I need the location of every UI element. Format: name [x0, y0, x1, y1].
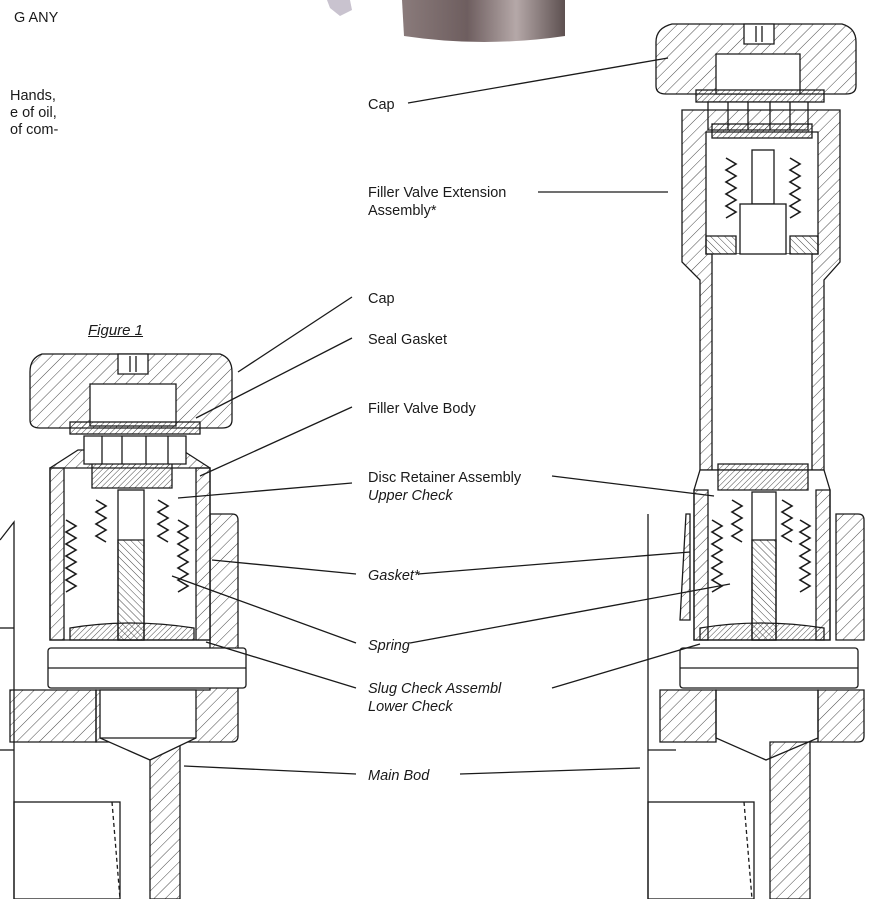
leader-seal-gasket	[195, 337, 353, 419]
label-gasket: Gasket*	[368, 568, 420, 584]
label-lower-check: Lower Check	[368, 699, 453, 715]
leader-main-body-left	[183, 765, 357, 775]
label-extension-2: Assembly*	[368, 203, 437, 219]
label-filler-valve-body: Filler Valve Body	[368, 401, 476, 417]
right-valve-assembly	[647, 23, 865, 899]
leader-slug-left	[205, 641, 357, 689]
leader-spring-left	[171, 575, 357, 644]
leader-cap	[237, 296, 353, 373]
label-upper-check: Upper Check	[368, 488, 453, 504]
label-cap: Cap	[368, 291, 395, 307]
label-extension-1: Filler Valve Extension	[368, 185, 507, 201]
left-valve-assembly	[0, 353, 247, 899]
leader-gasket-left	[211, 559, 357, 575]
label-main-body: Main Bod	[368, 768, 430, 784]
text-fragment-1: G ANY	[14, 10, 59, 26]
text-fragment-3: e of oil,	[10, 105, 57, 121]
text-fragment-2: Hands,	[10, 88, 56, 104]
label-disc-retainer: Disc Retainer Assembly	[368, 470, 522, 486]
leader-gasket-right	[417, 551, 691, 575]
label-spring: Spring	[368, 638, 410, 654]
leader-slug-right	[551, 643, 701, 689]
photo-fragment	[327, 0, 565, 42]
text-fragment-4: of com-	[10, 122, 59, 138]
label-seal-gasket: Seal Gasket	[368, 332, 447, 348]
leader-cap-top	[407, 57, 669, 104]
leader-disc-retainer-right	[551, 475, 715, 497]
figure-title: Figure 1	[88, 322, 144, 339]
label-slug-check: Slug Check Assembl	[368, 681, 502, 697]
label-cap-top: Cap	[368, 97, 395, 113]
leader-main-body-right	[459, 767, 641, 775]
leader-filler-valve-body	[199, 406, 353, 477]
leader-disc-retainer-left	[177, 482, 353, 499]
leader-lines	[171, 57, 731, 775]
leader-spring-right	[409, 583, 731, 644]
